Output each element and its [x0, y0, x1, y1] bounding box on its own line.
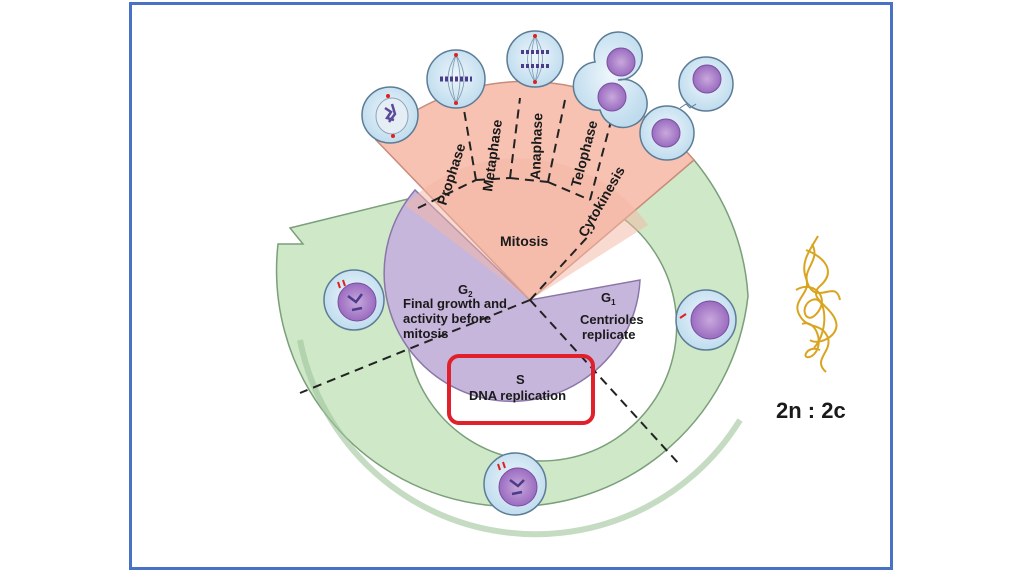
chromatin-icon	[795, 235, 841, 373]
phase-dividers	[299, 97, 681, 466]
g1-title: G	[601, 290, 611, 305]
g1-line-1: Centrioles	[580, 312, 644, 327]
s-phase-text: DNA replication	[469, 388, 566, 403]
g2-line-2: activity before	[403, 311, 491, 326]
s-phase-highlight-box	[447, 354, 595, 425]
mitosis-label: Mitosis	[500, 233, 548, 249]
g2-subscript: 2	[468, 290, 473, 299]
g1-subscript: 1	[611, 298, 616, 307]
g1-cell-icon	[675, 289, 737, 351]
g2-title: G	[458, 282, 468, 297]
cytokinesis-cell-icon	[639, 56, 734, 161]
metaphase-cell-icon	[426, 49, 486, 109]
s-cell-icon	[483, 452, 547, 516]
g1-label-group: G1 Centrioles replicate	[580, 290, 644, 342]
ploidy-label: 2n : 2c	[776, 398, 846, 423]
g2-cell-icon	[323, 269, 385, 331]
interphase-core	[383, 188, 641, 403]
s-phase-title: S	[516, 372, 525, 387]
g2-line-1: Final growth and	[403, 296, 507, 311]
phase-label-anaphase: Anaphase	[527, 112, 545, 180]
g2-label-group: G2 Final growth and activity before mito…	[403, 282, 507, 341]
prophase-cell-icon	[361, 86, 419, 144]
anaphase-cell-icon	[506, 30, 564, 88]
telophase-cell-icon	[572, 31, 648, 129]
g2-line-3: mitosis	[403, 326, 449, 341]
g1-line-2: replicate	[582, 327, 635, 342]
svg-text:G2: G2	[458, 282, 473, 299]
svg-text:G1: G1	[601, 290, 616, 307]
